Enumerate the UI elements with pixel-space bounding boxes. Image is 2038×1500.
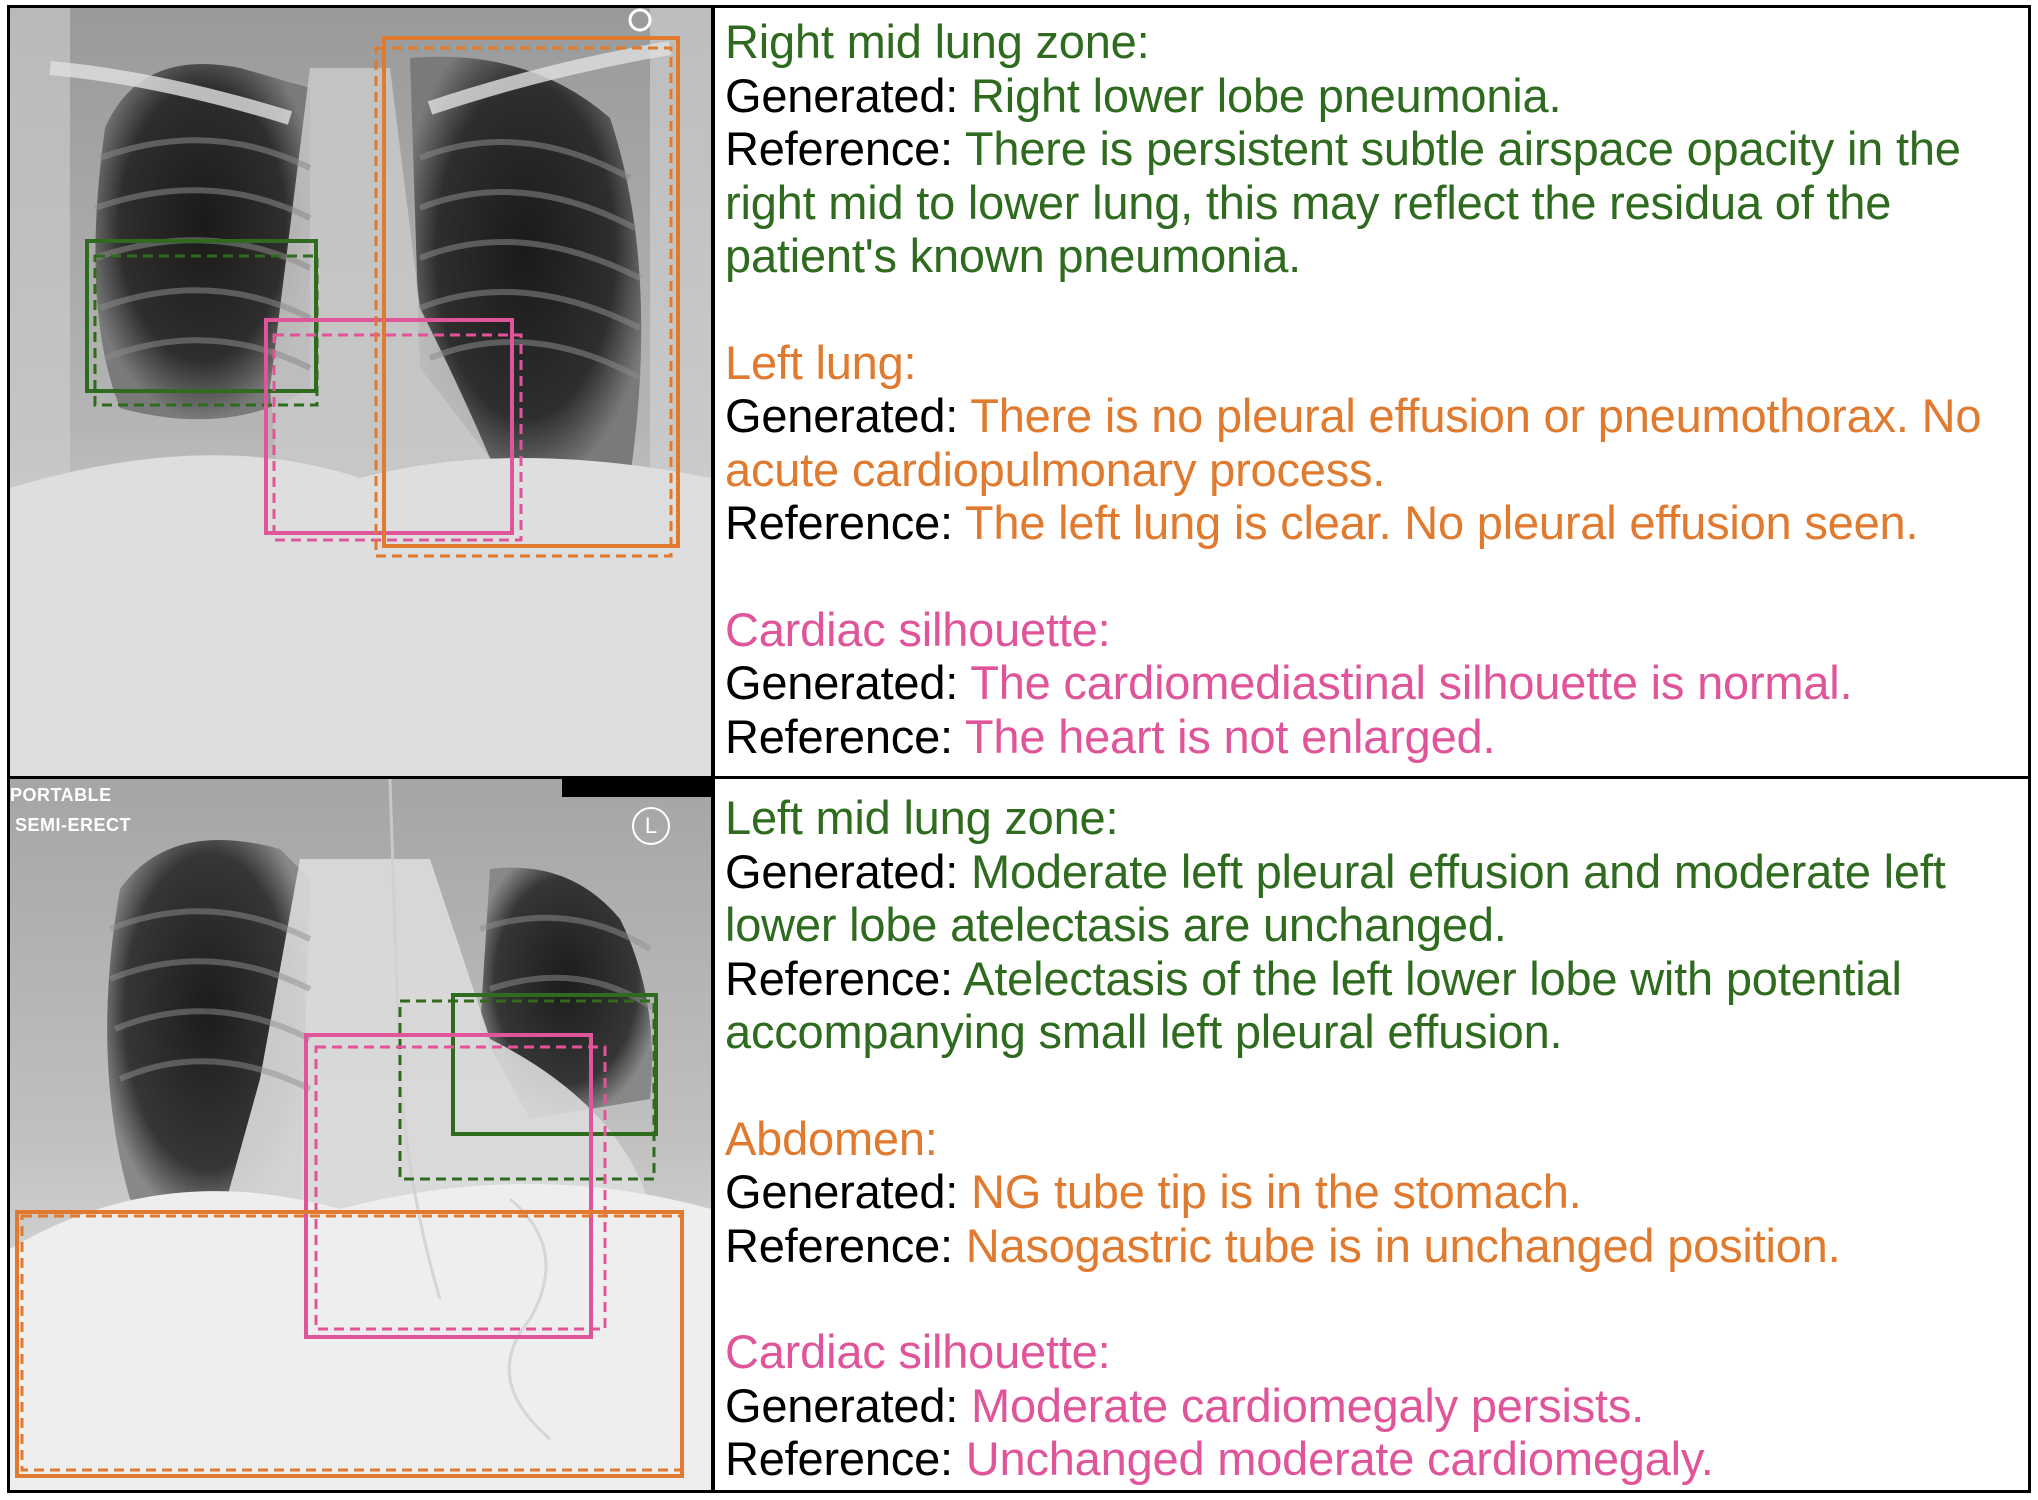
text-panel-top: Right mid lung zone: Generated: Right lo… [725, 15, 2020, 763]
reference-line: Reference: The left lung is clear. No pl… [725, 496, 2020, 550]
laterality-marker: L [632, 807, 670, 845]
reference-text: Atelectasis of the left lower lobe with … [725, 951, 1902, 1059]
reference-text: Unchanged moderate cardiomegaly. [965, 1432, 1714, 1485]
reference-label: Reference: [725, 951, 953, 1005]
generated-label: Generated: [725, 656, 959, 709]
generated-text: Moderate left pleural effusion and moder… [725, 844, 1946, 952]
reference-text: The heart is not enlarged. [964, 709, 1496, 763]
generated-text: Moderate cardiomegaly persists. [971, 1378, 1645, 1432]
section-title: Abdomen: [725, 1111, 938, 1165]
generated-text: The cardiomediastinal silhouette is norm… [970, 656, 1853, 709]
reference-label: Reference: [725, 496, 953, 549]
overlay-semi-erect: SEMI-ERECT [15, 815, 132, 835]
generated-label: Generated: [725, 1165, 959, 1218]
section-title: Left lung: [725, 335, 917, 389]
generated-line: Generated: Right lower lobe pneumonia. [725, 69, 2020, 123]
row-divider [7, 776, 2031, 779]
column-divider [711, 5, 715, 1493]
reference-text: There is persistent subtle airspace opac… [725, 122, 1961, 282]
section-title: Left mid lung zone: [725, 791, 1119, 844]
reference-line: Reference: Unchanged moderate cardiomega… [725, 1432, 2020, 1486]
section-title: Cardiac silhouette: [725, 602, 1111, 656]
finding-section: Abdomen: Generated: NG tube tip is in th… [725, 1112, 2020, 1273]
generated-label: Generated: [725, 844, 959, 898]
generated-label: Generated: [725, 389, 959, 442]
text-panel-bottom: Left mid lung zone: Generated: Moderate … [725, 791, 2020, 1486]
generated-line: Generated: There is no pleural effusion … [725, 389, 2020, 496]
generated-line: Generated: Moderate cardiomegaly persist… [725, 1379, 2020, 1433]
xray-image-bottom: PORTABLE SEMI-ERECT L [10, 779, 711, 1490]
finding-section: Left mid lung zone: Generated: Moderate … [725, 791, 2020, 1059]
generated-line: Generated: NG tube tip is in the stomach… [725, 1165, 2020, 1219]
generated-line: Generated: The cardiomediastinal silhoue… [725, 656, 2020, 710]
overlay-portable: PORTABLE [10, 785, 112, 805]
generated-text: NG tube tip is in the stomach. [971, 1165, 1582, 1218]
reference-line: Reference: The heart is not enlarged. [725, 710, 2020, 764]
generated-line: Generated: Moderate left pleural effusio… [725, 845, 2020, 952]
xray-image-top [10, 8, 711, 776]
reference-label: Reference: [725, 1218, 953, 1272]
generated-text: There is no pleural effusion or pneumoth… [725, 389, 1982, 496]
reference-text: The left lung is clear. No pleural effus… [964, 496, 1919, 549]
section-title: Right mid lung zone: [725, 15, 1150, 68]
generated-label: Generated: [725, 1378, 959, 1432]
reference-text: Nasogastric tube is in unchanged positio… [965, 1218, 1841, 1272]
section-title: Cardiac silhouette: [725, 1325, 1111, 1378]
finding-section: Left lung: Generated: There is no pleura… [725, 336, 2020, 550]
finding-section: Right mid lung zone: Generated: Right lo… [725, 15, 2020, 283]
finding-section: Cardiac silhouette: Generated: Moderate … [725, 1325, 2020, 1486]
reference-line: Reference: Atelectasis of the left lower… [725, 952, 2020, 1059]
reference-line: Reference: Nasogastric tube is in unchan… [725, 1219, 2020, 1273]
reference-label: Reference: [725, 1432, 953, 1485]
generated-text: Right lower lobe pneumonia. [971, 68, 1562, 122]
finding-section: Cardiac silhouette: Generated: The cardi… [725, 603, 2020, 764]
reference-label: Reference: [725, 709, 953, 763]
reference-line: Reference: There is persistent subtle ai… [725, 122, 2020, 283]
figure-frame [7, 5, 2031, 1493]
reference-label: Reference: [725, 122, 953, 175]
generated-label: Generated: [725, 68, 959, 122]
